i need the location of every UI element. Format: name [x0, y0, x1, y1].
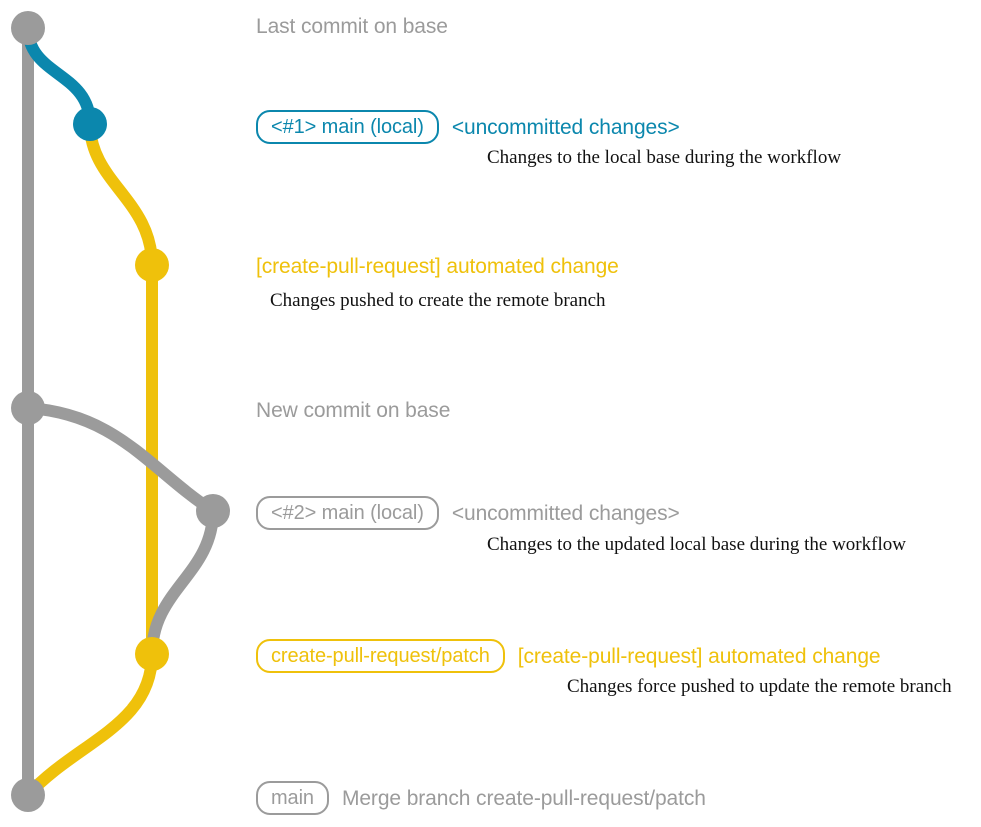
description-local-2: Changes to the updated local base during… — [487, 534, 906, 555]
node-base-merge — [11, 778, 45, 812]
branch-badge-local-1[interactable]: <#1> main (local) — [256, 110, 439, 144]
commit-message-local-1: <uncommitted changes> — [451, 115, 680, 139]
node-local-2 — [196, 494, 230, 528]
edge-gray-to-patch2 — [146, 505, 219, 660]
commit-message-merge: Merge branch create-pull-request/patch — [341, 786, 706, 810]
node-patch-1 — [135, 248, 169, 282]
row-patch-2: create-pull-request/patch [create-pull-r… — [256, 639, 881, 673]
label-last-commit-on-base: Last commit on base — [256, 15, 448, 38]
description-local-1: Changes to the local base during the wor… — [487, 147, 842, 168]
commit-message-local-2: <uncommitted changes> — [451, 501, 680, 525]
branch-badge-main[interactable]: main — [256, 781, 329, 815]
branch-badge-local-2[interactable]: <#2> main (local) — [256, 496, 439, 530]
node-patch-2 — [135, 637, 169, 671]
row-local-1: <#1> main (local) <uncommitted changes> — [256, 110, 680, 144]
label-new-commit-on-base: New commit on base — [256, 399, 451, 422]
node-local-1 — [73, 107, 107, 141]
description-patch-1: Changes pushed to create the remote bran… — [270, 290, 606, 311]
edge-teal-branch — [22, 22, 96, 130]
edge-gray-to-local2 — [22, 402, 219, 517]
edge-yellow-merge — [22, 648, 158, 801]
branch-badge-patch-2[interactable]: create-pull-request/patch — [256, 639, 505, 673]
edge-yellow-upper — [84, 118, 158, 271]
graph-edges — [22, 22, 219, 801]
row-local-2: <#2> main (local) <uncommitted changes> — [256, 496, 680, 530]
node-base-top — [11, 11, 45, 45]
graph-nodes — [11, 11, 230, 812]
commit-message-patch-2: [create-pull-request] automated change — [517, 644, 881, 668]
row-merge: main Merge branch create-pull-request/pa… — [256, 781, 706, 815]
row-patch-1: [create-pull-request] automated change — [256, 256, 619, 277]
commit-message-patch-1: [create-pull-request] automated change — [256, 255, 619, 278]
node-base-new — [11, 391, 45, 425]
description-patch-2: Changes force pushed to update the remot… — [567, 676, 952, 697]
